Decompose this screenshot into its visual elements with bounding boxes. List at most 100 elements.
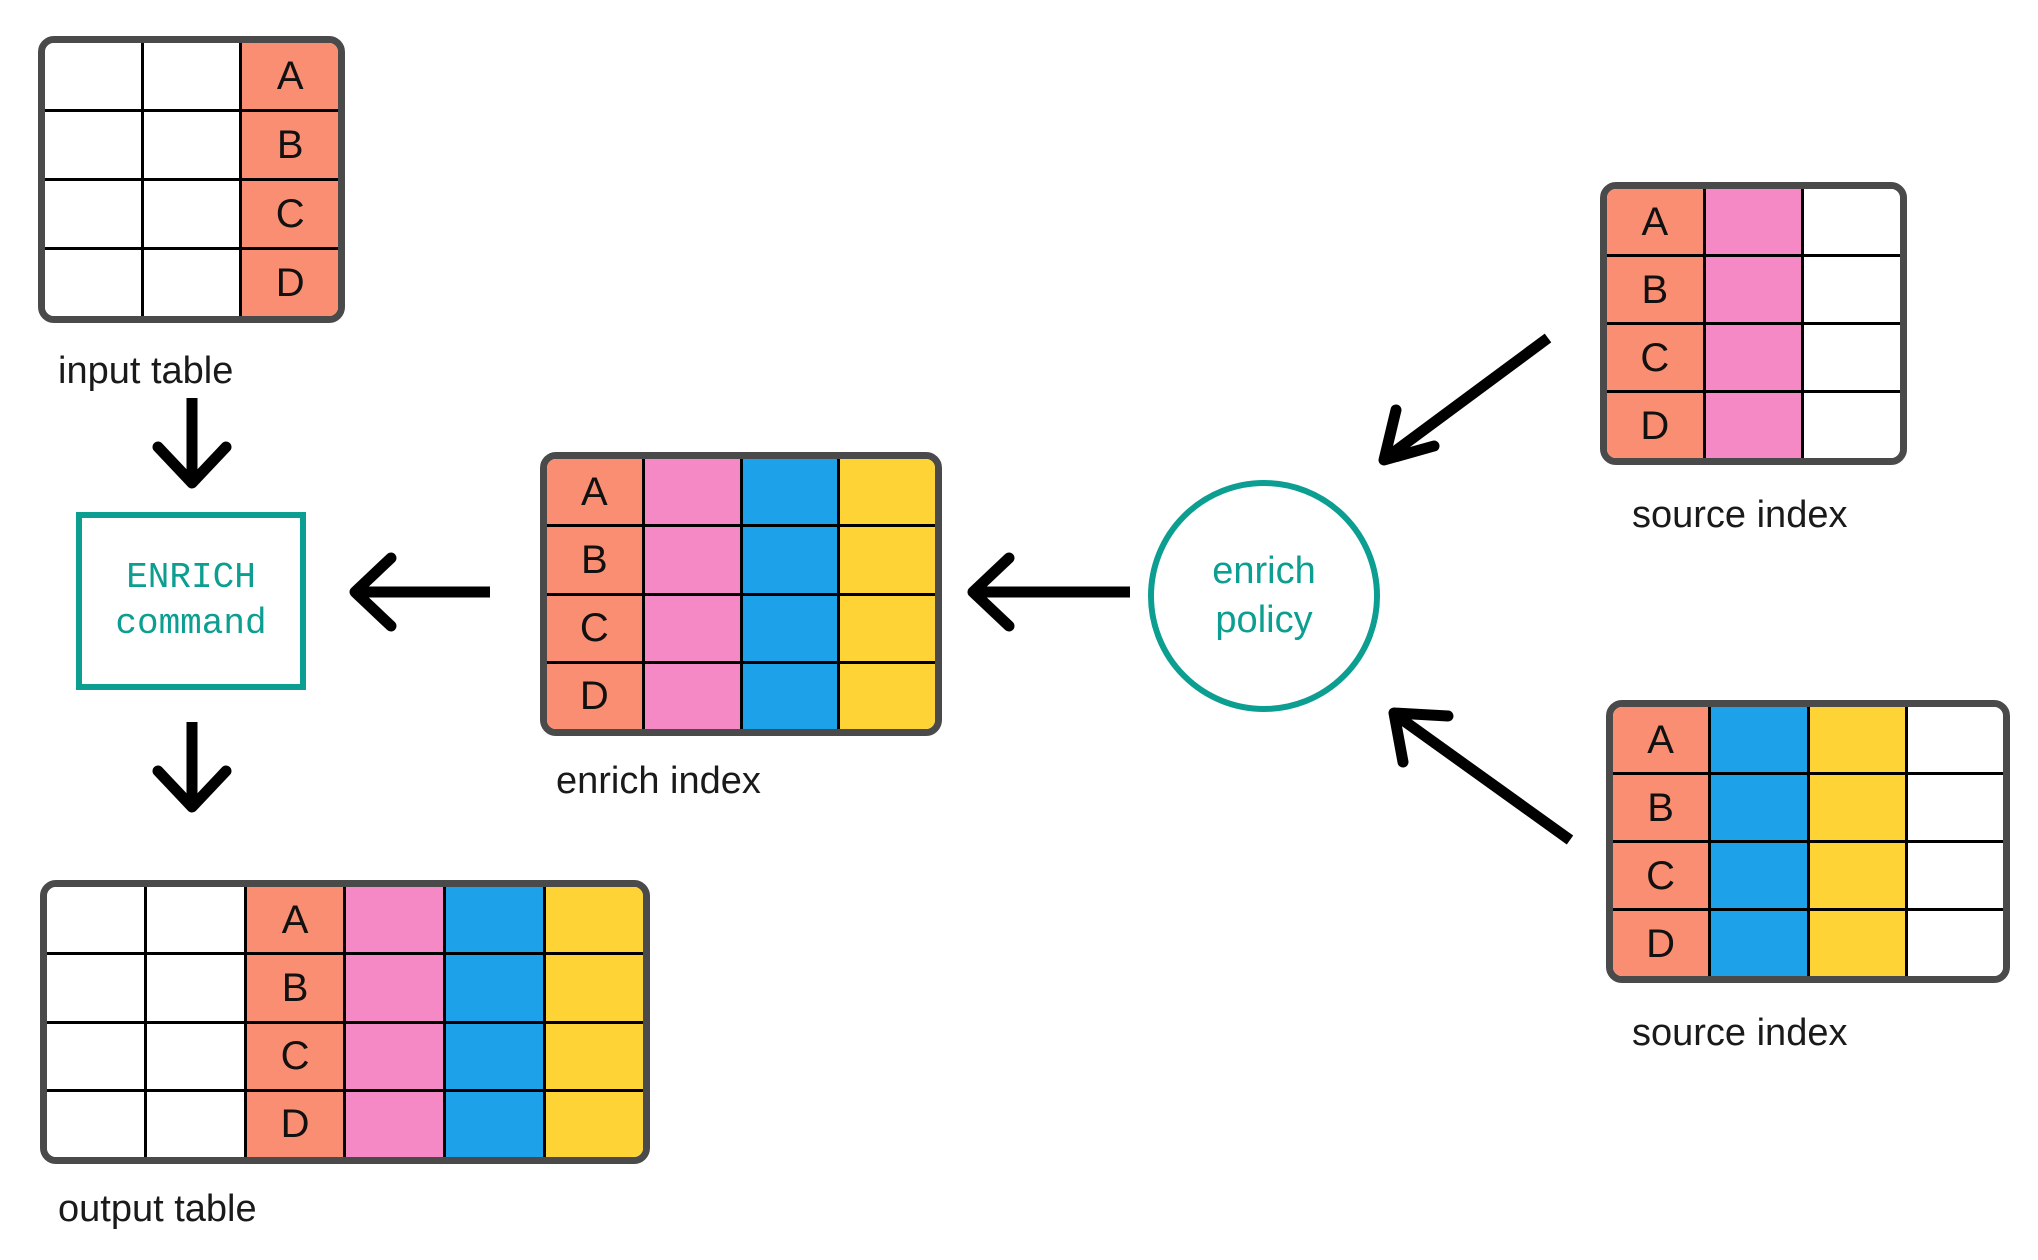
table-row: C <box>547 592 935 661</box>
table-cell <box>443 1091 544 1157</box>
table-cell: C <box>1607 325 1703 390</box>
table-cell <box>45 181 141 247</box>
table-cell <box>1702 189 1802 254</box>
table-cell <box>140 112 240 178</box>
table-cell <box>343 887 444 953</box>
table-cell <box>1702 325 1802 390</box>
enrich-command-box[interactable]: ENRICH command <box>76 512 306 690</box>
table-cell <box>47 1023 144 1089</box>
table-cell <box>739 527 838 593</box>
table-cell <box>143 955 244 1021</box>
table-cell <box>837 663 935 729</box>
arrow-input-to-command <box>152 398 232 489</box>
table-cell: C <box>243 1023 344 1089</box>
table-cell <box>47 1091 144 1157</box>
table-row: D <box>1613 908 2003 976</box>
table-cell <box>837 595 935 661</box>
table-cell <box>1801 189 1900 254</box>
enrich-command-line1: ENRICH <box>126 556 256 598</box>
table-cell <box>1806 707 1905 772</box>
table-cell <box>1801 393 1900 458</box>
table-row: C <box>45 178 338 247</box>
arrow-enrich-index-to-command <box>349 552 490 632</box>
table-cell <box>1702 393 1802 458</box>
table-cell <box>143 1023 244 1089</box>
table-cell <box>47 955 144 1021</box>
enrich-policy-line2: policy <box>1215 599 1313 641</box>
table-cell <box>739 459 838 525</box>
table-cell <box>1708 843 1807 908</box>
table-cell <box>1806 911 1905 976</box>
table-row: B <box>1613 772 2003 840</box>
table-row: C <box>1613 840 2003 908</box>
enrich-policy-node[interactable]: enrich policy <box>1148 480 1380 712</box>
table-cell <box>140 181 240 247</box>
table-cell: A <box>1607 189 1703 254</box>
table-cell: A <box>239 43 338 109</box>
table-cell: B <box>1607 257 1703 322</box>
table-cell <box>143 887 244 953</box>
table-cell <box>1904 707 2003 772</box>
table-row: D <box>45 247 338 316</box>
table-row: A <box>1613 707 2003 772</box>
enrich-policy-line1: enrich <box>1212 549 1316 592</box>
source-index-bottom-caption: source index <box>1632 1012 1848 1054</box>
table-row: A <box>547 459 935 525</box>
table-cell: B <box>547 527 642 593</box>
table-row: A <box>47 887 643 953</box>
table-row: A <box>1607 189 1900 254</box>
table-cell <box>543 1091 643 1157</box>
arrow-policy-to-enrich-index <box>967 552 1130 632</box>
table-cell <box>443 1023 544 1089</box>
table-row: D <box>1607 390 1900 458</box>
table-cell <box>543 1023 643 1089</box>
table-cell <box>443 955 544 1021</box>
table-cell <box>1708 911 1807 976</box>
input-table-caption: input table <box>58 350 234 392</box>
table-cell <box>143 1091 244 1157</box>
table-cell <box>140 250 240 316</box>
table-cell <box>837 459 935 525</box>
table-cell <box>641 527 740 593</box>
table-cell: D <box>1607 393 1703 458</box>
table-cell <box>343 955 444 1021</box>
table-cell <box>45 250 141 316</box>
table-cell: B <box>239 112 338 178</box>
table-cell: C <box>239 181 338 247</box>
table-row: B <box>45 109 338 178</box>
table-cell: D <box>239 250 338 316</box>
table-cell <box>739 595 838 661</box>
table-cell: B <box>1613 775 1709 840</box>
table-cell <box>45 43 141 109</box>
table-cell <box>837 527 935 593</box>
table-row: D <box>47 1088 643 1157</box>
table-cell: D <box>547 663 642 729</box>
table-row: B <box>1607 254 1900 322</box>
table-cell <box>47 887 144 953</box>
enrich-index-caption: enrich index <box>556 760 761 802</box>
table-cell <box>45 112 141 178</box>
table-cell: A <box>243 887 344 953</box>
table-cell: C <box>1613 843 1709 908</box>
output-table-caption: output table <box>58 1188 257 1230</box>
table-cell: D <box>243 1091 344 1157</box>
table-row: A <box>45 43 338 109</box>
arrow-source-index-bottom-to-policy <box>1388 707 1574 845</box>
table-cell <box>140 43 240 109</box>
table-row: B <box>47 952 643 1021</box>
table-cell <box>1708 707 1807 772</box>
table-cell: D <box>1613 911 1709 976</box>
table-cell <box>1806 843 1905 908</box>
table-cell <box>1904 775 2003 840</box>
table-row: B <box>547 524 935 593</box>
table-cell <box>443 887 544 953</box>
table-cell <box>1801 325 1900 390</box>
arrow-command-to-output <box>152 722 232 813</box>
table-cell <box>343 1023 444 1089</box>
table-cell: B <box>243 955 344 1021</box>
